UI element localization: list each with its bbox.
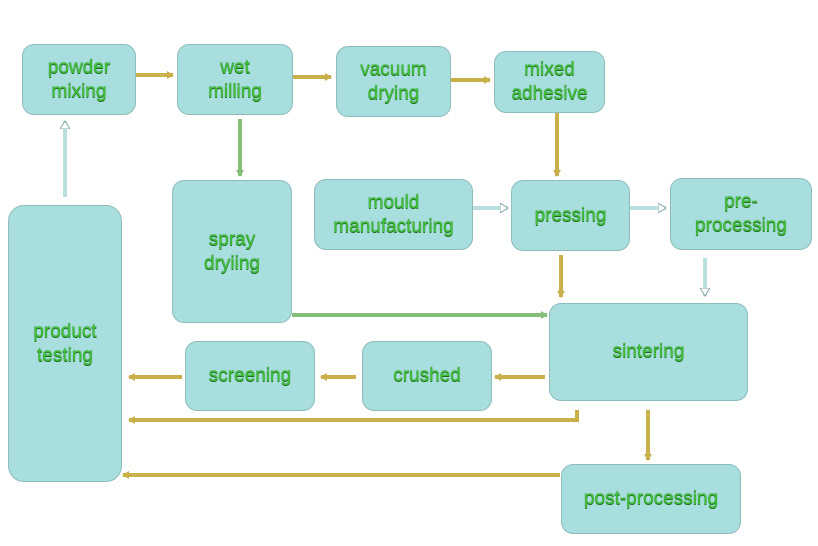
node-screening: screening: [185, 341, 315, 411]
node-label: sintering: [612, 341, 685, 362]
node-mould-manufacturing: mould manufacturing: [314, 179, 473, 250]
node-powder-mixing: powder mixing: [22, 44, 136, 115]
node-label: pre- processing: [695, 191, 787, 236]
node-label: crushed: [393, 365, 461, 386]
node-pressing: pressing: [511, 180, 630, 251]
arrow-sintering-bypass-to-testing: [128, 410, 579, 424]
node-pre-processing: pre- processing: [670, 178, 812, 250]
node-label: pressing: [534, 204, 607, 226]
node-label: product testing: [33, 320, 97, 366]
node-label: spray dryiing: [204, 228, 260, 274]
node-crushed: crushed: [362, 341, 492, 411]
node-sintering: sintering: [549, 303, 748, 401]
node-vacuum-drying: vacuum drying: [336, 46, 451, 117]
node-post-processing: post-processing: [561, 464, 741, 534]
node-label: post-processing: [583, 488, 719, 509]
node-product-testing: product testing: [8, 205, 122, 482]
node-spray-drying: spray dryiing: [172, 180, 292, 323]
node-label: screening: [208, 365, 292, 386]
node-label: mould manufacturing: [333, 191, 454, 237]
node-label: wet milling: [208, 56, 262, 102]
node-wet-milling: wet milling: [177, 44, 293, 115]
node-label: powder mixing: [47, 56, 111, 102]
node-mixed-adhesive: mixed adhesive: [494, 51, 605, 113]
node-label: mixed adhesive: [511, 59, 588, 104]
node-label: vacuum drying: [360, 58, 427, 104]
